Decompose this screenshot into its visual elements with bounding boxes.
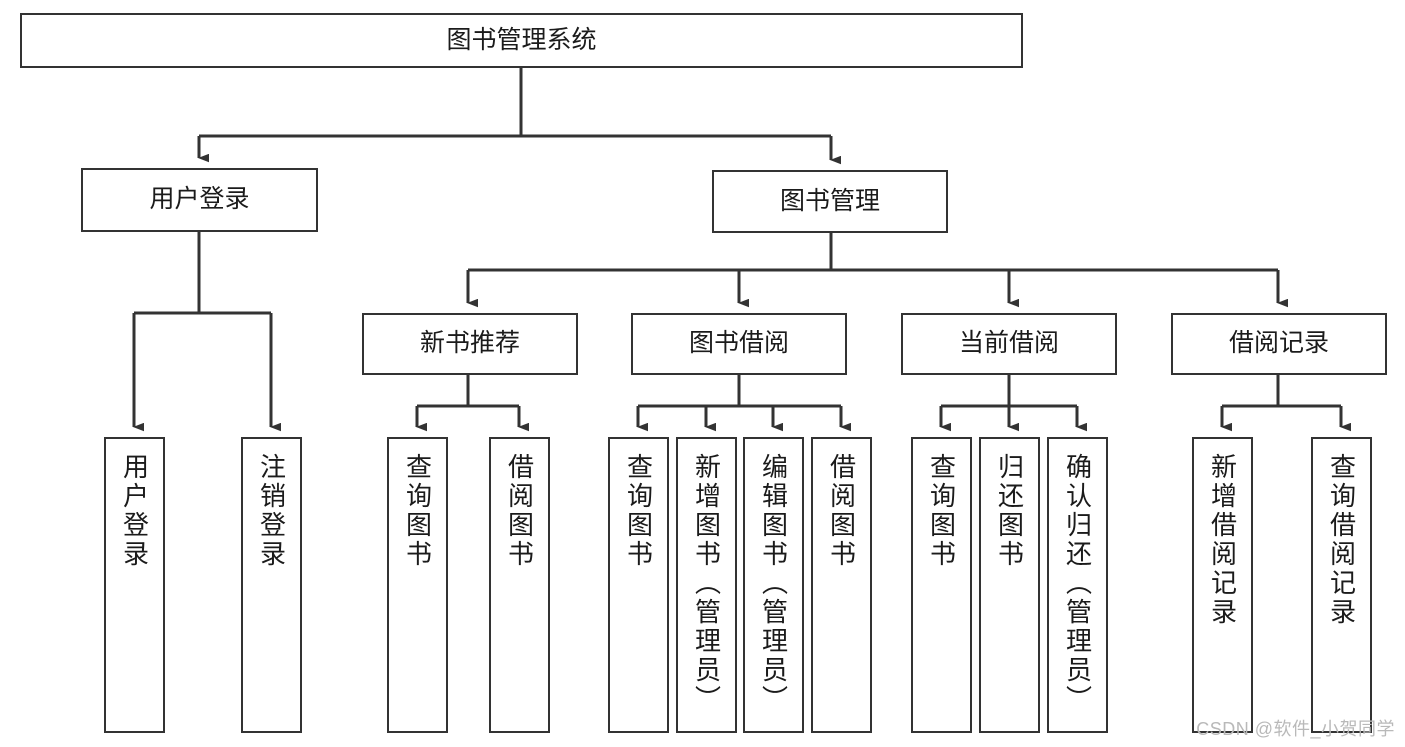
node-leaf-borrow-book-1-label: 借阅图书 [504,453,535,569]
node-leaf-add-book-label: 新增图书（管理员） [691,453,722,714]
node-leaf-borrow-book-2-label: 借阅图书 [826,453,857,569]
node-new-book-recommend[interactable]: 新书推荐 [362,313,578,375]
node-leaf-add-record-label: 新增借阅记录 [1207,453,1238,627]
node-leaf-query-book-3-label: 查询图书 [926,453,957,569]
node-leaf-query-book-2[interactable]: 查询图书 [608,437,669,733]
node-leaf-return-book-label: 归还图书 [994,453,1025,569]
node-leaf-query-book-2-label: 查询图书 [623,453,654,569]
node-new-book-recommend-label: 新书推荐 [419,329,520,358]
node-borrow-record[interactable]: 借阅记录 [1171,313,1387,375]
node-current-borrow-label: 当前借阅 [958,329,1059,358]
node-leaf-add-record[interactable]: 新增借阅记录 [1192,437,1253,733]
node-leaf-user-logout-label: 注销登录 [256,453,287,569]
node-borrow-record-label: 借阅记录 [1228,329,1329,358]
node-root[interactable]: 图书管理系统 [20,13,1023,68]
node-book-management-label: 图书管理 [779,186,880,215]
node-user-login[interactable]: 用户登录 [81,168,318,232]
node-leaf-add-book[interactable]: 新增图书（管理员） [676,437,737,733]
node-leaf-user-logout[interactable]: 注销登录 [241,437,302,733]
watermark-text: CSDN @软件_小贺同学 [1196,719,1395,739]
node-user-login-label: 用户登录 [149,185,250,214]
node-leaf-user-login-label: 用户登录 [119,453,150,569]
node-book-borrow-label: 图书借阅 [688,329,789,358]
node-current-borrow[interactable]: 当前借阅 [901,313,1117,375]
node-leaf-confirm-return[interactable]: 确认归还（管理员） [1047,437,1108,733]
node-book-borrow[interactable]: 图书借阅 [631,313,847,375]
node-leaf-edit-book-label: 编辑图书（管理员） [758,453,789,714]
node-leaf-confirm-return-label: 确认归还（管理员） [1062,453,1093,714]
node-root-label: 图书管理系统 [446,25,597,54]
node-leaf-borrow-book-1[interactable]: 借阅图书 [489,437,550,733]
node-book-management[interactable]: 图书管理 [712,170,948,233]
node-leaf-query-book-1-label: 查询图书 [402,453,433,569]
node-leaf-query-record-label: 查询借阅记录 [1326,453,1357,627]
node-leaf-edit-book[interactable]: 编辑图书（管理员） [743,437,804,733]
node-leaf-user-login[interactable]: 用户登录 [104,437,165,733]
node-leaf-query-record[interactable]: 查询借阅记录 [1311,437,1372,733]
node-leaf-query-book-1[interactable]: 查询图书 [387,437,448,733]
node-leaf-query-book-3[interactable]: 查询图书 [911,437,972,733]
node-leaf-borrow-book-2[interactable]: 借阅图书 [811,437,872,733]
node-leaf-return-book[interactable]: 归还图书 [979,437,1040,733]
